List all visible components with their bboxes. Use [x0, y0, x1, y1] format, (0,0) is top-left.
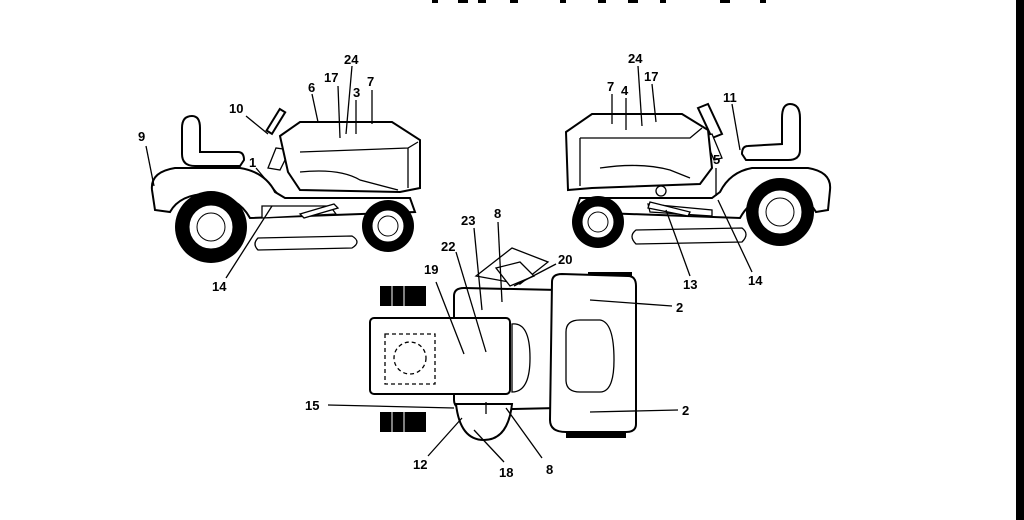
callout-3: 3 [353, 85, 360, 100]
callout-8: 8 [546, 462, 553, 477]
callout-17: 17 [324, 70, 338, 85]
callout-7: 7 [367, 74, 374, 89]
callout-9: 9 [138, 129, 145, 144]
callout-24: 24 [344, 52, 359, 67]
callout-15: 15 [305, 398, 319, 413]
right-edge-bar [1016, 0, 1024, 520]
callout-12: 12 [413, 457, 427, 472]
callout-20: 20 [558, 252, 572, 267]
callout-10: 10 [229, 101, 243, 116]
callout-23: 23 [461, 213, 475, 228]
right-side-view: 24 7 4 17 11 5 13 14 [564, 51, 832, 292]
callout-19: 19 [424, 262, 438, 277]
callout-7: 7 [607, 79, 614, 94]
callout-1: 1 [249, 155, 256, 170]
top-edge-fragments [432, 0, 766, 3]
top-view: 8 23 22 19 20 2 15 2 12 18 8 [305, 206, 689, 480]
callout-5: 5 [713, 152, 720, 167]
callout-22: 22 [441, 239, 455, 254]
callout-14: 14 [212, 279, 227, 294]
callout-8: 8 [494, 206, 501, 221]
left-side-view: 9 10 6 17 24 3 7 1 14 [138, 52, 421, 294]
callout-18: 18 [499, 465, 513, 480]
callout-24: 24 [628, 51, 643, 66]
callout-14: 14 [748, 273, 763, 288]
callout-11: 11 [723, 90, 737, 105]
callout-2: 2 [676, 300, 683, 315]
callout-4: 4 [621, 83, 629, 98]
callout-2: 2 [682, 403, 689, 418]
callout-6: 6 [308, 80, 315, 95]
callout-13: 13 [683, 277, 697, 292]
callout-17: 17 [644, 69, 658, 84]
